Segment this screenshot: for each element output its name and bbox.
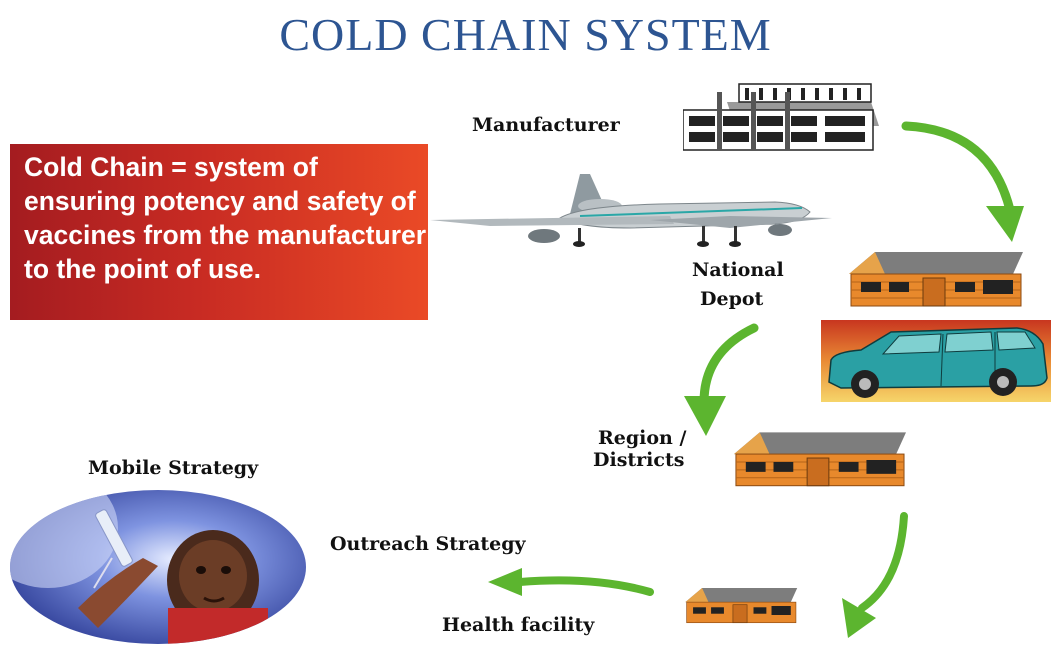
factory-icon: [683, 83, 879, 151]
flow-arrow-manufacturer-to-depot: [901, 121, 1024, 242]
house-icon: [685, 588, 798, 624]
definition-box: Cold Chain = system of ensuring potency …: [10, 144, 428, 320]
region-label-2: Districts: [593, 449, 685, 471]
flow-arrow-depot-to-region: [684, 323, 759, 436]
flow-arrow-region-to-facility: [842, 512, 908, 638]
suv-icon: [821, 320, 1051, 402]
health-facility-label: Health facility: [442, 614, 595, 636]
national-depot-label-2: Depot: [700, 288, 764, 310]
flow-arrow-facility-to-outreach: [488, 568, 654, 596]
page-title: COLD CHAIN SYSTEM: [279, 9, 772, 60]
region-label-1: Region /: [598, 427, 687, 449]
airplane-icon: [430, 174, 832, 247]
manufacturer-label: Manufacturer: [472, 114, 620, 136]
baby-vaccination-photo: [10, 490, 306, 644]
national-depot-label-1: National: [692, 259, 784, 281]
outreach-strategy-label: Outreach Strategy: [330, 533, 526, 555]
mobile-strategy-label: Mobile Strategy: [88, 457, 259, 479]
house-icon: [733, 432, 906, 487]
house-icon: [849, 252, 1023, 307]
